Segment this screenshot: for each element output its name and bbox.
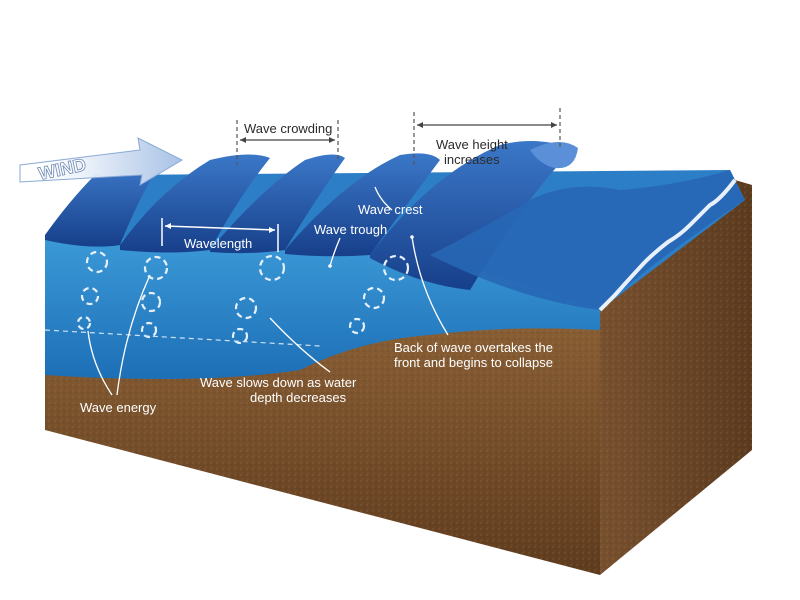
wave-trough-callout: Wave trough	[314, 222, 387, 268]
wave-energy-callout: Wave energy	[80, 274, 157, 415]
orbit-symbols	[76, 250, 410, 345]
wave-crowding-measure: Wave crowding	[236, 120, 339, 165]
wave-trough-label: Wave trough	[314, 222, 387, 237]
back-of-wave-callout: Back of wave overtakes the front and beg…	[394, 235, 553, 370]
back-of-wave-label-2: front and begins to collapse	[394, 355, 553, 370]
wind-arrow: WIND	[19, 137, 184, 187]
orbit-circle	[382, 254, 410, 282]
wave-2	[120, 154, 270, 253]
orbit-circle	[258, 254, 286, 282]
wave-slows-callout: Wave slows down as water depth decreases	[200, 317, 357, 405]
orbit-circle	[76, 315, 92, 331]
orbit-circle	[85, 250, 109, 274]
breaking-wave	[430, 170, 745, 310]
sand-side-texture	[585, 180, 752, 575]
wave-4	[285, 153, 440, 257]
orbit-circle	[362, 286, 386, 310]
wave-height-measure: Wave height increases	[413, 108, 561, 167]
wave-curl	[530, 141, 578, 169]
wave-crowding-label: Wave crowding	[244, 121, 332, 136]
depth-line	[44, 329, 321, 347]
wave-crest-label: Wave crest	[358, 202, 423, 217]
orbit-circle	[140, 291, 162, 313]
foam-edge	[598, 178, 737, 312]
wavelength-measure: Wavelength	[161, 218, 279, 252]
orbit-circle	[348, 317, 366, 335]
wave-slows-label-1: Wave slows down as water	[200, 375, 357, 390]
wave-crest-callout: Wave crest	[358, 186, 423, 217]
wave-1	[45, 163, 160, 247]
orbit-circle	[140, 321, 158, 339]
wave-5	[370, 141, 575, 290]
orbit-circle	[234, 296, 258, 320]
wave-height-label-2: increases	[444, 152, 500, 167]
orbit-circle	[143, 255, 169, 281]
wave-height-label-1: Wave height	[436, 137, 508, 152]
orbit-circle	[80, 286, 100, 306]
back-of-wave-label-1: Back of wave overtakes the	[394, 340, 553, 355]
wavelength-label: Wavelength	[184, 236, 252, 251]
orbit-circle	[231, 327, 249, 345]
wind-arrow-body	[19, 137, 184, 187]
wave-energy-label: Wave energy	[80, 400, 157, 415]
wave-slows-label-2: depth decreases	[250, 390, 347, 405]
